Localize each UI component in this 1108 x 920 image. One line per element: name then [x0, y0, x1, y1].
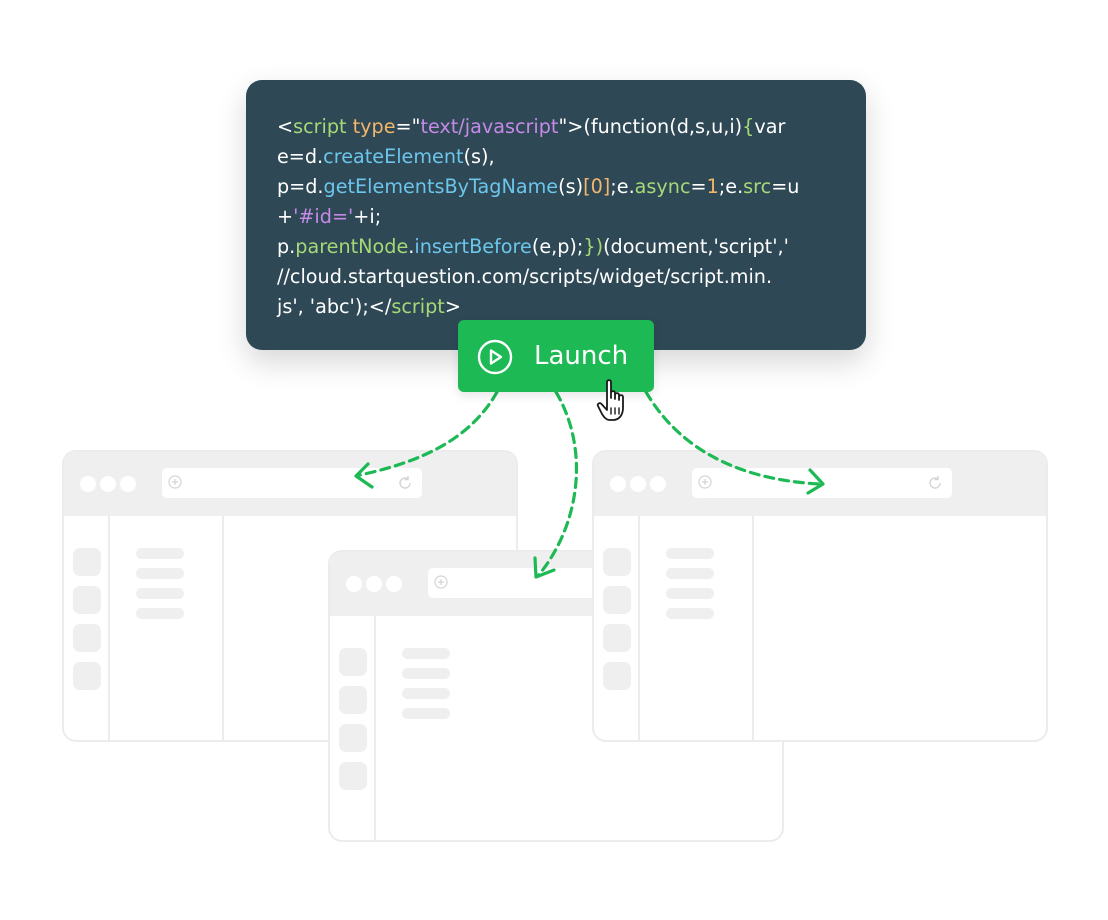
- address-bar[interactable]: [162, 468, 422, 498]
- menu-line-placeholder: [136, 568, 184, 579]
- code-token: type: [352, 115, 396, 138]
- code-token: =": [395, 115, 421, 138]
- sidebar-icon-placeholder: [73, 586, 101, 614]
- code-token: +i;: [353, 205, 382, 228]
- window-control-dot[interactable]: [610, 476, 626, 492]
- code-token: ]: [602, 175, 611, 198]
- code-line: <script type="text/javascript">(function…: [277, 112, 836, 142]
- sidebar-divider: [108, 516, 110, 740]
- browser-window-right: [592, 450, 1048, 742]
- sidebar-icon-placeholder: [73, 548, 101, 576]
- code-token: insertBefore: [414, 235, 532, 258]
- code-token: 0: [590, 175, 603, 198]
- code-line: p.parentNode.insertBefore(e,p);})(docume…: [277, 232, 836, 262]
- code-token: e=d.: [277, 145, 324, 168]
- menu-line-placeholder: [666, 588, 714, 599]
- code-token: getElementsByTagName: [323, 175, 559, 198]
- menu-line-placeholder: [666, 568, 714, 579]
- menu-line-placeholder: [136, 588, 184, 599]
- sidebar-icon-placeholder: [339, 648, 367, 676]
- sidebar-icon-placeholder: [603, 586, 631, 614]
- menu-line-placeholder: [402, 668, 450, 679]
- menu-line-placeholder: [666, 548, 714, 559]
- code-token: =: [690, 175, 707, 198]
- code-token: <: [277, 115, 294, 138]
- code-token: (s),: [463, 145, 495, 168]
- sidebar-divider: [638, 516, 640, 740]
- menu-line-placeholder: [136, 548, 184, 559]
- code-token: createElement: [323, 145, 464, 168]
- window-control-dot[interactable]: [366, 576, 382, 592]
- code-token: ;e.: [610, 175, 635, 198]
- window-control-dot[interactable]: [630, 476, 646, 492]
- code-token: 1: [706, 175, 719, 198]
- address-bar[interactable]: [692, 468, 952, 498]
- sidebar-icon-placeholder: [339, 724, 367, 752]
- browser-toolbar: [64, 452, 516, 516]
- sidebar-divider: [374, 616, 376, 840]
- content-divider: [752, 516, 754, 740]
- refresh-icon[interactable]: [396, 474, 414, 492]
- hand-pointer-icon: [596, 379, 624, 421]
- code-token: {: [742, 115, 755, 138]
- code-token: var: [754, 115, 786, 138]
- sidebar-icon-placeholder: [603, 662, 631, 690]
- code-token: ">(function(d,s,u,i): [558, 115, 743, 138]
- sidebar-icon-placeholder: [73, 624, 101, 652]
- code-line: p=d.getElementsByTagName(s)[0];e.async=1…: [277, 172, 836, 202]
- code-token: (s): [558, 175, 584, 198]
- menu-line-placeholder: [402, 688, 450, 699]
- code-token: }): [583, 235, 604, 258]
- code-token: js', 'abc');</: [277, 295, 392, 318]
- code-line: e=d.createElement(s),: [277, 142, 836, 172]
- window-control-dot[interactable]: [80, 476, 96, 492]
- window-control-dot[interactable]: [100, 476, 116, 492]
- code-token: parentNode: [295, 235, 409, 258]
- plus-circle-icon[interactable]: [698, 475, 712, 489]
- plus-circle-icon[interactable]: [434, 575, 448, 589]
- arrow-to-center-window: [536, 390, 579, 578]
- sidebar-icon-placeholder: [603, 548, 631, 576]
- sidebar-icon-placeholder: [339, 762, 367, 790]
- sidebar-icon-placeholder: [73, 662, 101, 690]
- code-token: =u: [771, 175, 800, 198]
- window-control-dot[interactable]: [120, 476, 136, 492]
- play-circle-icon: [477, 339, 513, 375]
- code-token: (e,p);: [531, 235, 584, 258]
- window-control-dot[interactable]: [650, 476, 666, 492]
- window-control-dot[interactable]: [386, 576, 402, 592]
- code-token: +: [277, 205, 294, 228]
- menu-line-placeholder: [666, 608, 714, 619]
- code-line: +'#id='+i;: [277, 202, 836, 232]
- code-line: //cloud.startquestion.com/scripts/widget…: [277, 262, 836, 292]
- code-token: >: [444, 295, 461, 318]
- content-divider: [222, 516, 224, 740]
- code-token: script: [391, 295, 445, 318]
- menu-line-placeholder: [136, 608, 184, 619]
- browser-toolbar: [594, 452, 1046, 516]
- plus-circle-icon[interactable]: [168, 475, 182, 489]
- code-token: ;e.: [718, 175, 744, 198]
- window-control-dot[interactable]: [346, 576, 362, 592]
- code-token: text/javascript: [420, 115, 559, 138]
- sidebar-icon-placeholder: [603, 624, 631, 652]
- code-token: p=d.: [277, 175, 324, 198]
- code-token: async: [634, 175, 691, 198]
- code-token: //cloud.startquestion.com/scripts/widget…: [277, 265, 773, 288]
- code-token: .: [408, 235, 415, 258]
- embed-code-snippet: <script type="text/javascript">(function…: [246, 80, 866, 350]
- launch-button-label: Launch: [534, 341, 629, 371]
- sidebar-icon-placeholder: [339, 686, 367, 714]
- launch-button[interactable]: Launch: [458, 320, 654, 392]
- menu-line-placeholder: [402, 708, 450, 719]
- code-line: js', 'abc');</script>: [277, 292, 836, 322]
- code-token: (document,'script',': [603, 235, 789, 258]
- refresh-icon[interactable]: [926, 474, 944, 492]
- code-token: script: [293, 115, 347, 138]
- code-token: '#id=': [293, 205, 354, 228]
- code-token: p.: [277, 235, 296, 258]
- code-token: src: [743, 175, 772, 198]
- menu-line-placeholder: [402, 648, 450, 659]
- code-token: [: [583, 175, 591, 198]
